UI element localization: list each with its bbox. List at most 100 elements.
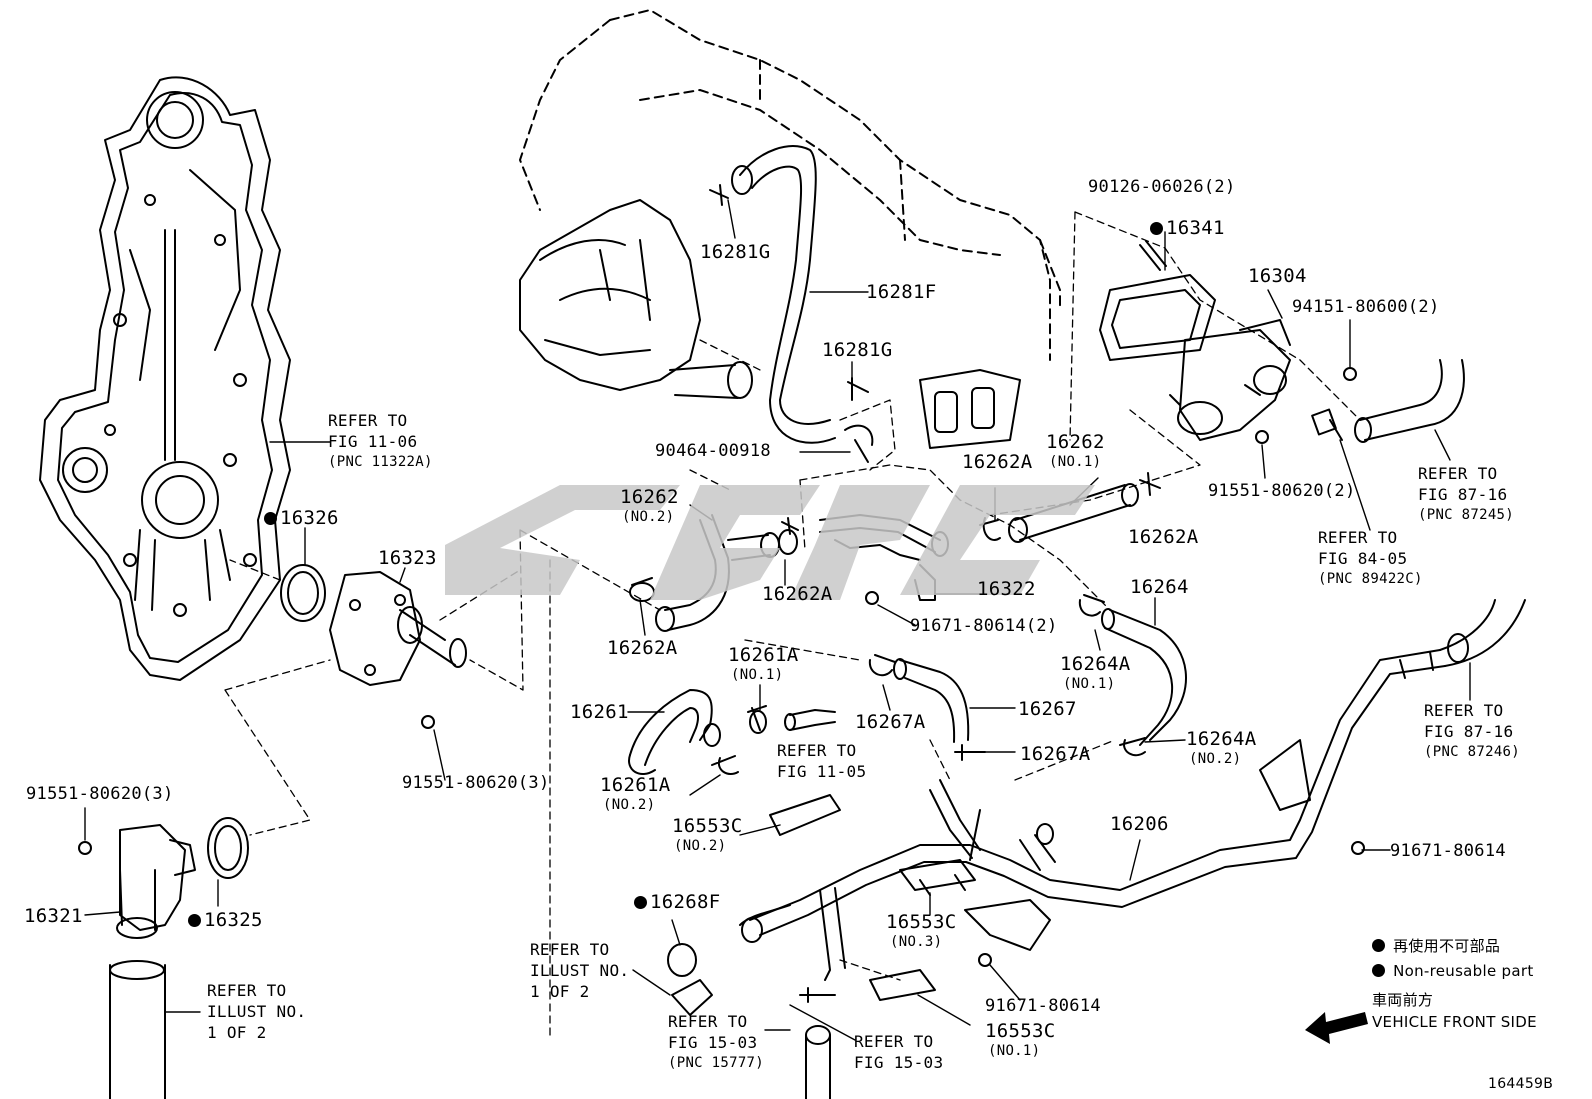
reference-fig-11-06: REFER TO FIG 11-06 (PNC 11322A) (328, 410, 433, 473)
reference-line: REFER TO (854, 1032, 934, 1051)
reference-line: REFER TO (1424, 701, 1504, 720)
callout-16326: 16326 (264, 508, 339, 529)
callout-16341-text: 16341 (1166, 217, 1225, 239)
callout-16267A-a: 16267A (855, 711, 926, 733)
callout-16321: 16321 (24, 905, 83, 927)
reference-line: 1 OF 2 (207, 1023, 267, 1042)
reference-line: REFER TO (777, 741, 857, 760)
legend-front-jp: 車両前方 (1372, 991, 1434, 1009)
gasket-16341-illustration (919, 369, 1021, 449)
reference-line: FIG 15-03 (668, 1033, 758, 1052)
reference-illust-1-of-2-b: REFER TO ILLUST NO. 1 OF 2 (207, 980, 306, 1043)
callout-16264A-no1-sub: (NO.1) (1063, 676, 1116, 692)
callout-16326-text: 16326 (280, 507, 339, 529)
hose-16281F-illustration (709, 145, 874, 463)
callout-16341: 16341 (1150, 218, 1225, 239)
reference-line: (PNC 87246) (1424, 744, 1521, 760)
callout-16267A-b: 16267A (1020, 743, 1091, 765)
callout-16262A-c: 16262A (762, 583, 833, 605)
callout-16261A-no2-sub: (NO.2) (603, 797, 656, 813)
callout-16261A-no2: 16261A (600, 774, 671, 796)
callout-16264A-no1: 16264A (1060, 653, 1131, 675)
front-arrow-icon (1305, 1012, 1368, 1044)
callout-16553C-no1-sub: (NO.1) (988, 1043, 1041, 1059)
pipe-16206-illustration (749, 599, 1526, 981)
callout-16553C-no3-sub: (NO.3) (890, 934, 943, 950)
reference-line: REFER TO (207, 981, 287, 1000)
callout-16325: 16325 (188, 910, 263, 931)
callout-16267: 16267 (1018, 698, 1077, 720)
leader-lines (84, 199, 1471, 1041)
callout-16553C-no2-sub: (NO.2) (674, 838, 727, 854)
non-reusable-dot-icon (1372, 939, 1385, 952)
inlet-16321-illustration (78, 817, 249, 1099)
callout-90464-00918: 90464-00918 (655, 441, 771, 461)
reference-line: REFER TO (530, 940, 610, 959)
water-inlet-16323-illustration (329, 571, 467, 729)
callout-16262A-a: 16262A (962, 451, 1033, 473)
callout-16261A-no1-sub: (NO.1) (731, 667, 784, 683)
reference-line: FIG 87-16 (1424, 722, 1514, 741)
reference-line: REFER TO (1418, 464, 1498, 483)
callout-16281F: 16281F (866, 281, 937, 303)
legend-text: Non-reusable part (1393, 962, 1534, 980)
reference-line: ILLUST NO. (207, 1002, 307, 1021)
non-reusable-dot-icon (634, 896, 647, 909)
reference-line: FIG 11-05 (777, 762, 867, 781)
callout-91671-80614-b: 91671-80614 (985, 996, 1101, 1016)
callout-16261: 16261 (570, 701, 629, 723)
reference-line: FIG 11-06 (328, 432, 418, 451)
reference-fig-87-16-b: REFER TO FIG 87-16 (PNC 87246) (1424, 700, 1520, 763)
hose-16264-illustration (1078, 594, 1187, 757)
callout-16323: 16323 (378, 547, 437, 569)
ring-16268F-illustration (667, 904, 791, 1016)
legend-text: 再使用不可部品 (1393, 937, 1501, 955)
callout-94151-80600: 94151-80600(2) (1292, 297, 1440, 317)
callout-16262-no1: 16262 (1046, 431, 1105, 453)
legend-front-en: VEHICLE FRONT SIDE (1372, 1013, 1537, 1031)
reference-line: 1 OF 2 (530, 982, 590, 1001)
engine-outline-illustration (519, 9, 1061, 361)
o-ring-16326-inner (287, 571, 319, 615)
callout-90126-06026: 90126-06026(2) (1088, 177, 1236, 197)
callout-16262-no1-sub: (NO.1) (1049, 454, 1102, 470)
reference-line: FIG 87-16 (1418, 485, 1508, 504)
reference-fig-84-05: REFER TO FIG 84-05 (PNC 89422C) (1318, 527, 1423, 590)
callout-16322: 16322 (977, 578, 1036, 600)
reference-fig-15-03-a: REFER TO FIG 15-03 (PNC 15777) (668, 1011, 764, 1074)
callout-16325-text: 16325 (204, 909, 263, 931)
illustration-number: 164459B (1488, 1076, 1554, 1092)
reference-line: (PNC 11322A) (328, 454, 433, 470)
reference-illust-1-of-2-a: REFER TO ILLUST NO. 1 OF 2 (530, 939, 629, 1002)
callout-16261A-no1: 16261A (728, 644, 799, 666)
reference-line: FIG 15-03 (854, 1053, 944, 1072)
reference-line: FIG 84-05 (1318, 549, 1408, 568)
water-outlet-16304-illustration (1099, 240, 1357, 444)
callout-16262-no2: 16262 (620, 486, 679, 508)
o-ring-16326-illustration (280, 564, 326, 622)
callout-16304: 16304 (1248, 265, 1307, 287)
reference-fig-87-16-a: REFER TO FIG 87-16 (PNC 87245) (1418, 463, 1514, 526)
callout-16553C-no3: 16553C (886, 911, 957, 933)
reference-line: ILLUST NO. (530, 961, 630, 980)
timing-cover-illustration (39, 76, 291, 681)
callout-16262A-d: 16262A (607, 637, 678, 659)
watermark-logo (445, 485, 1095, 600)
callout-16206: 16206 (1110, 813, 1169, 835)
callout-16553C-no1: 16553C (985, 1020, 1056, 1042)
hose-16267-illustration (868, 654, 986, 761)
callout-91551-80620-3-b: 91551-80620(3) (26, 784, 174, 804)
callout-91551-80620-3-a: 91551-80620(3) (402, 773, 550, 793)
non-reusable-dot-icon (1150, 222, 1163, 235)
reference-fig-11-05: REFER TO FIG 11-05 (777, 740, 866, 782)
legend-nonreusable-jp: 再使用不可部品 (1372, 937, 1500, 955)
reference-line: REFER TO (668, 1012, 748, 1031)
reference-fig-15-03-b: REFER TO FIG 15-03 (854, 1031, 943, 1073)
callout-16281G-mid: 16281G (822, 339, 893, 361)
hose-16261-illustration (628, 689, 836, 776)
reference-line: (PNC 89422C) (1318, 571, 1423, 587)
callout-16281G-top: 16281G (700, 241, 771, 263)
callout-16262-no2-sub: (NO.2) (622, 509, 675, 525)
callout-16268F-text: 16268F (650, 891, 721, 913)
